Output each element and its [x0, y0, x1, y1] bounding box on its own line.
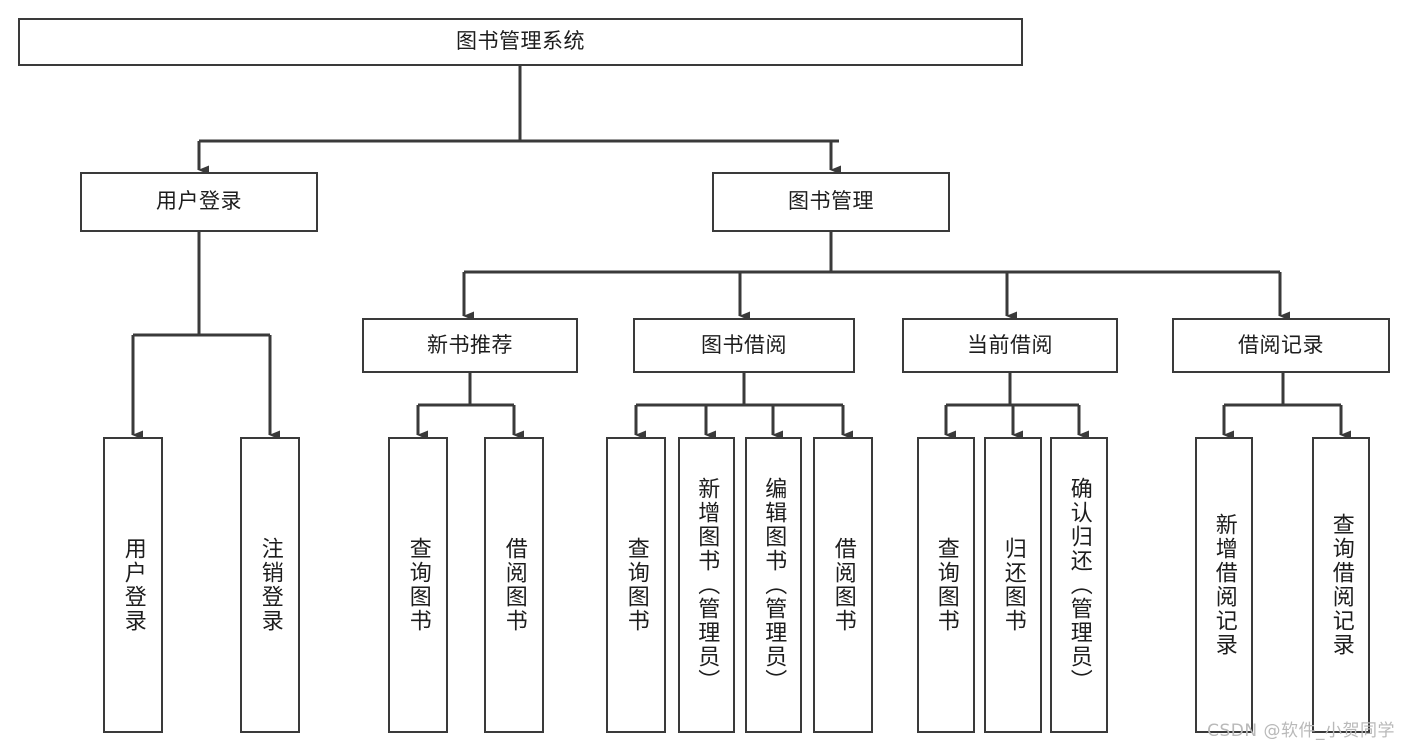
node-leaf-return-book[interactable]: 归还图书: [984, 437, 1042, 733]
node-leaf-borrow-book-1[interactable]: 借阅图书: [484, 437, 544, 733]
node-leaf-user-login[interactable]: 用户登录: [103, 437, 163, 733]
node-leaf-user-login-label: 用户登录: [120, 537, 146, 633]
node-leaf-borrow-book-2-label: 借阅图书: [830, 537, 856, 633]
node-leaf-query-record[interactable]: 查询借阅记录: [1312, 437, 1370, 733]
node-leaf-query-book-1[interactable]: 查询图书: [388, 437, 448, 733]
node-leaf-query-book-2[interactable]: 查询图书: [606, 437, 666, 733]
node-leaf-query-book-3[interactable]: 查询图书: [917, 437, 975, 733]
node-new-book-recommend[interactable]: 新书推荐: [362, 318, 578, 373]
node-book-manage[interactable]: 图书管理: [712, 172, 950, 232]
node-leaf-borrow-book-2[interactable]: 借阅图书: [813, 437, 873, 733]
node-leaf-confirm-return-label: 确认归还（管理员）: [1066, 477, 1092, 693]
node-current-borrow-label: 当前借阅: [967, 332, 1053, 357]
node-current-borrow[interactable]: 当前借阅: [902, 318, 1118, 373]
node-leaf-logout[interactable]: 注销登录: [240, 437, 300, 733]
node-leaf-return-book-label: 归还图书: [1000, 537, 1026, 633]
node-leaf-add-book[interactable]: 新增图书（管理员）: [678, 437, 735, 733]
node-leaf-query-record-label: 查询借阅记录: [1328, 513, 1354, 657]
node-root[interactable]: 图书管理系统: [18, 18, 1023, 66]
node-leaf-query-book-1-label: 查询图书: [405, 537, 431, 633]
node-borrow-record[interactable]: 借阅记录: [1172, 318, 1390, 373]
node-root-label: 图书管理系统: [456, 29, 585, 54]
node-new-book-recommend-label: 新书推荐: [427, 332, 513, 357]
node-book-borrow[interactable]: 图书借阅: [633, 318, 855, 373]
node-leaf-add-record[interactable]: 新增借阅记录: [1195, 437, 1253, 733]
node-book-borrow-label: 图书借阅: [701, 332, 787, 357]
node-leaf-confirm-return[interactable]: 确认归还（管理员）: [1050, 437, 1108, 733]
node-leaf-add-book-label: 新增图书（管理员）: [694, 477, 720, 693]
node-leaf-edit-book[interactable]: 编辑图书（管理员）: [745, 437, 802, 733]
node-leaf-borrow-book-1-label: 借阅图书: [501, 537, 527, 633]
node-book-manage-label: 图书管理: [788, 189, 874, 214]
node-user-login-label: 用户登录: [156, 189, 242, 214]
node-leaf-edit-book-label: 编辑图书（管理员）: [761, 477, 787, 693]
node-leaf-logout-label: 注销登录: [257, 537, 283, 633]
node-leaf-add-record-label: 新增借阅记录: [1211, 513, 1237, 657]
node-borrow-record-label: 借阅记录: [1238, 332, 1324, 357]
node-user-login[interactable]: 用户登录: [80, 172, 318, 232]
node-leaf-query-book-3-label: 查询图书: [933, 537, 959, 633]
node-leaf-query-book-2-label: 查询图书: [623, 537, 649, 633]
